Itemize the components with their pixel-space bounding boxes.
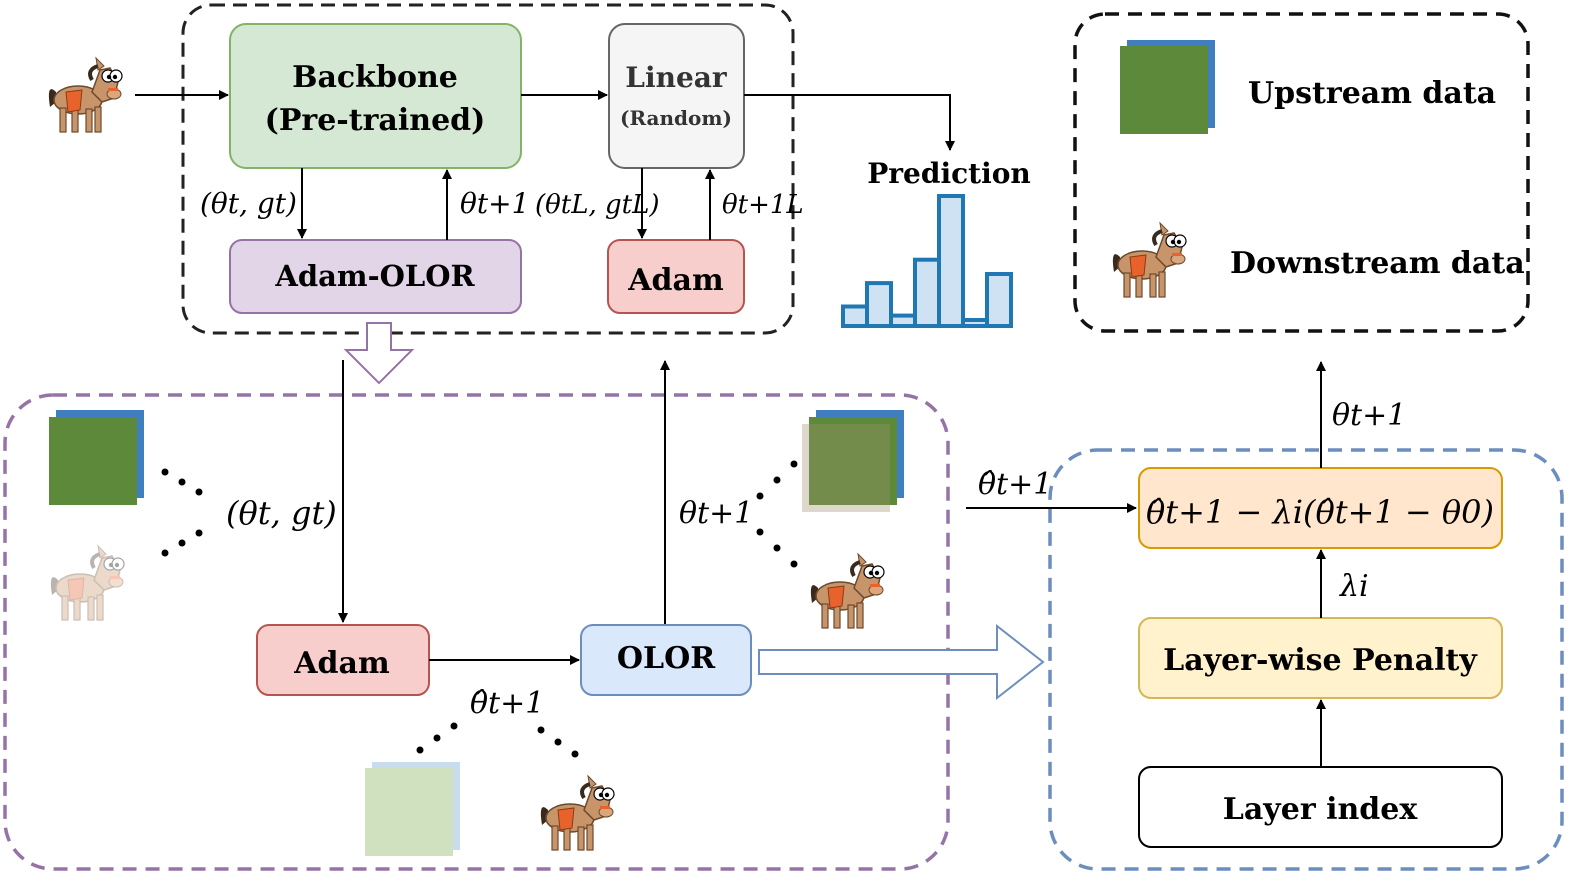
adam-top-label: Adam bbox=[627, 263, 724, 298]
olor-label: OLOR bbox=[617, 641, 716, 676]
backbone-node: Backbone (Pre-trained) bbox=[229, 23, 522, 169]
linear-sublabel: (Random) bbox=[620, 106, 732, 130]
expand-arrow-down bbox=[343, 322, 415, 385]
horse-right bbox=[808, 552, 886, 630]
adam-olor-label: Adam-OLOR bbox=[274, 259, 475, 293]
faded-bird-bottom bbox=[365, 762, 460, 856]
prediction-label: Prediction bbox=[867, 157, 1031, 190]
layer-index-node: Layer index bbox=[1138, 766, 1503, 848]
prediction-bar bbox=[985, 272, 1013, 328]
layer-penalty-node: Layer-wise Penalty bbox=[1138, 617, 1503, 699]
theta-next-linear-label: θt+1L bbox=[722, 190, 804, 220]
theta-next-label: θt+1 bbox=[460, 187, 529, 220]
theta-hat-right-label: θ̂t+1 bbox=[978, 467, 1052, 502]
adam-top-node: Adam bbox=[607, 239, 745, 314]
theta-next-mid-label: θt+1 bbox=[679, 496, 753, 531]
prediction-bar bbox=[889, 313, 917, 329]
theta-hat-bottom-label: θ̂t+1 bbox=[470, 686, 544, 721]
upstream-bird-left bbox=[49, 410, 144, 505]
update-formula-label: θ̂t+1 − λi(θ̂t+1 − θ0) bbox=[1146, 493, 1494, 531]
layer-penalty-label: Layer-wise Penalty bbox=[1163, 643, 1478, 678]
olor-node: OLOR bbox=[580, 624, 752, 696]
expand-arrow-right bbox=[758, 623, 1045, 701]
layer-index-label: Layer index bbox=[1223, 792, 1419, 827]
adam-bottom-node: Adam bbox=[256, 624, 430, 696]
backbone-label: Backbone bbox=[292, 60, 458, 95]
finetune-group-top bbox=[181, 3, 795, 335]
prediction-chart bbox=[841, 194, 1013, 329]
linear-to-prediction-arrow bbox=[744, 94, 955, 151]
input-horse-icon bbox=[46, 56, 124, 134]
mixed-bird-right bbox=[802, 410, 904, 512]
lambda-label: λi bbox=[1339, 569, 1369, 604]
prediction-bar bbox=[937, 194, 965, 328]
prediction-bar bbox=[865, 281, 893, 329]
downstream-horse-icon bbox=[1110, 221, 1188, 299]
update-formula-node: θ̂t+1 − λi(θ̂t+1 − θ0) bbox=[1138, 467, 1503, 549]
upstream-bird-icon bbox=[1120, 40, 1215, 134]
adam-olor-node: Adam-OLOR bbox=[229, 239, 522, 314]
prediction-bar bbox=[841, 304, 869, 328]
prediction-bar bbox=[913, 257, 941, 329]
prediction-bar bbox=[961, 318, 989, 328]
horse-bottom bbox=[538, 774, 616, 852]
downstream-label: Downstream data bbox=[1230, 246, 1525, 281]
upstream-label: Upstream data bbox=[1248, 76, 1496, 111]
penalty-detail-group bbox=[1048, 448, 1564, 871]
theta-g-linear-label: (θtL, gtL) bbox=[535, 190, 660, 220]
linear-label: Linear bbox=[625, 61, 728, 94]
backbone-sublabel: (Pre-trained) bbox=[265, 103, 486, 138]
theta-next-right-label: θt+1 bbox=[1332, 398, 1406, 433]
theta-g-label: (θt, gt) bbox=[200, 187, 297, 220]
theta-g-mid-label: (θt, gt) bbox=[226, 494, 337, 532]
dots-right bbox=[756, 460, 798, 568]
linear-node: Linear (Random) bbox=[608, 23, 745, 169]
dots-left bbox=[161, 468, 203, 557]
legend-box bbox=[1073, 12, 1530, 333]
adam-bottom-label: Adam bbox=[293, 646, 390, 681]
faded-horse-left bbox=[48, 544, 126, 622]
olor-detail-group bbox=[3, 393, 950, 871]
dots-bottom bbox=[416, 722, 579, 758]
